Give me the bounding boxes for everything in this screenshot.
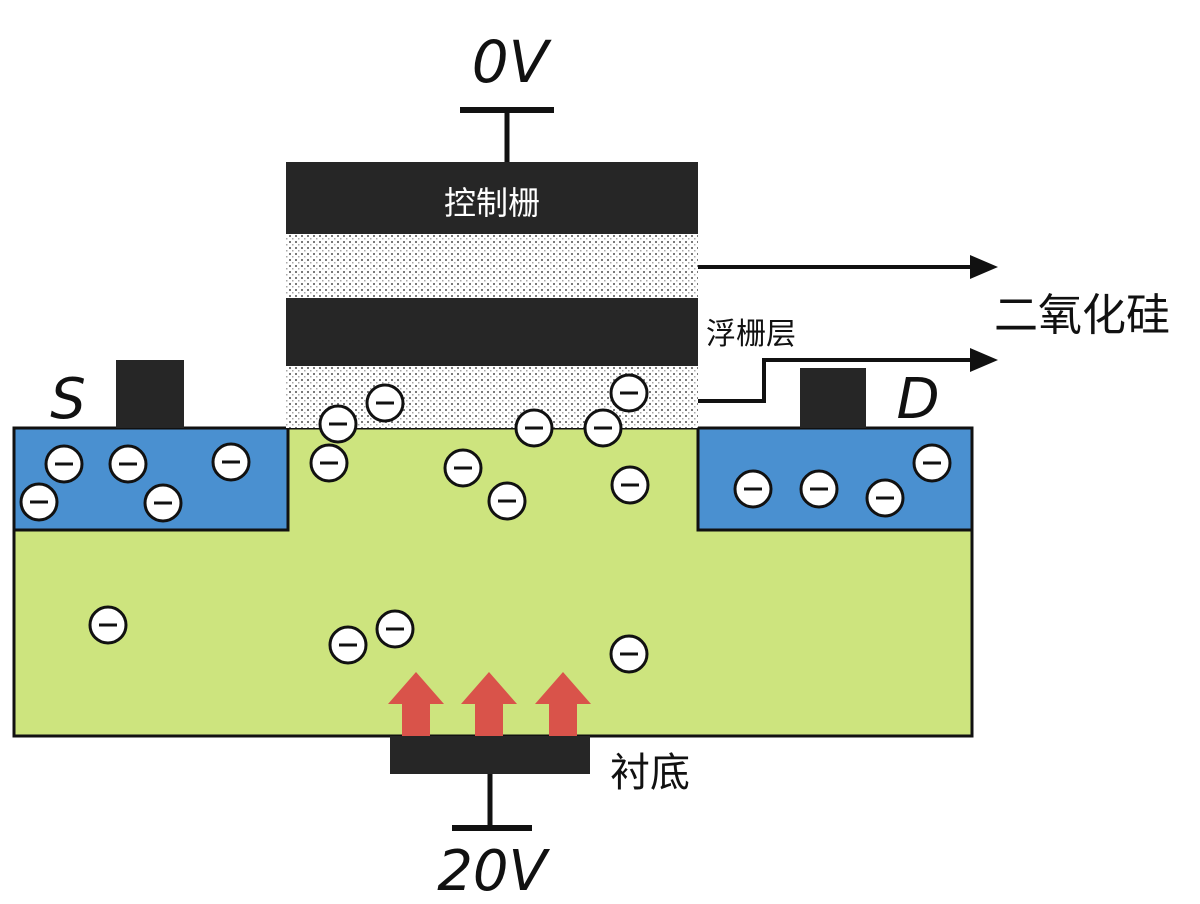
electron bbox=[609, 373, 649, 413]
field-arrow bbox=[535, 672, 591, 736]
floating-gate bbox=[286, 298, 698, 366]
control-gate-label: 控制栅 bbox=[444, 184, 540, 222]
lower-oxide-pointer-line bbox=[698, 358, 972, 403]
electron bbox=[211, 442, 251, 482]
control-gate bbox=[286, 162, 698, 234]
electron bbox=[799, 469, 839, 509]
electron bbox=[365, 383, 405, 423]
electron bbox=[309, 443, 349, 483]
electron bbox=[44, 444, 84, 484]
upper-oxide-layer bbox=[286, 234, 698, 298]
electron bbox=[609, 634, 649, 674]
control-gate-voltage-label: 0V bbox=[472, 28, 553, 96]
substrate-voltage-label: 20V bbox=[437, 839, 550, 904]
electron bbox=[88, 605, 128, 645]
source-label: S bbox=[50, 367, 86, 432]
electron bbox=[143, 483, 183, 523]
electron bbox=[733, 469, 773, 509]
electron bbox=[610, 465, 650, 505]
substrate-label: 衬底 bbox=[610, 750, 690, 796]
electron bbox=[865, 478, 905, 518]
field-arrow bbox=[388, 672, 444, 736]
substrate-contact bbox=[390, 736, 590, 774]
substrate-field-arrows bbox=[388, 672, 591, 736]
electron bbox=[19, 482, 59, 522]
electron bbox=[328, 625, 368, 665]
electron bbox=[443, 448, 483, 488]
field-arrow bbox=[461, 672, 517, 736]
electron bbox=[487, 481, 527, 521]
floating-gate-label: 浮栅层 bbox=[706, 317, 796, 352]
electron bbox=[375, 609, 415, 649]
silicon-dioxide-label: 二氧化硅 bbox=[994, 290, 1170, 341]
drain-label: D bbox=[896, 367, 939, 432]
lower-oxide-pointer-arrowhead bbox=[970, 348, 998, 372]
electron bbox=[583, 408, 623, 448]
upper-oxide-pointer-arrowhead bbox=[970, 255, 998, 279]
drain-contact bbox=[800, 368, 866, 428]
electrons bbox=[19, 373, 952, 674]
electron bbox=[912, 443, 952, 483]
electron bbox=[318, 404, 358, 444]
electron bbox=[108, 444, 148, 484]
electron bbox=[514, 408, 554, 448]
source-contact bbox=[116, 360, 184, 428]
